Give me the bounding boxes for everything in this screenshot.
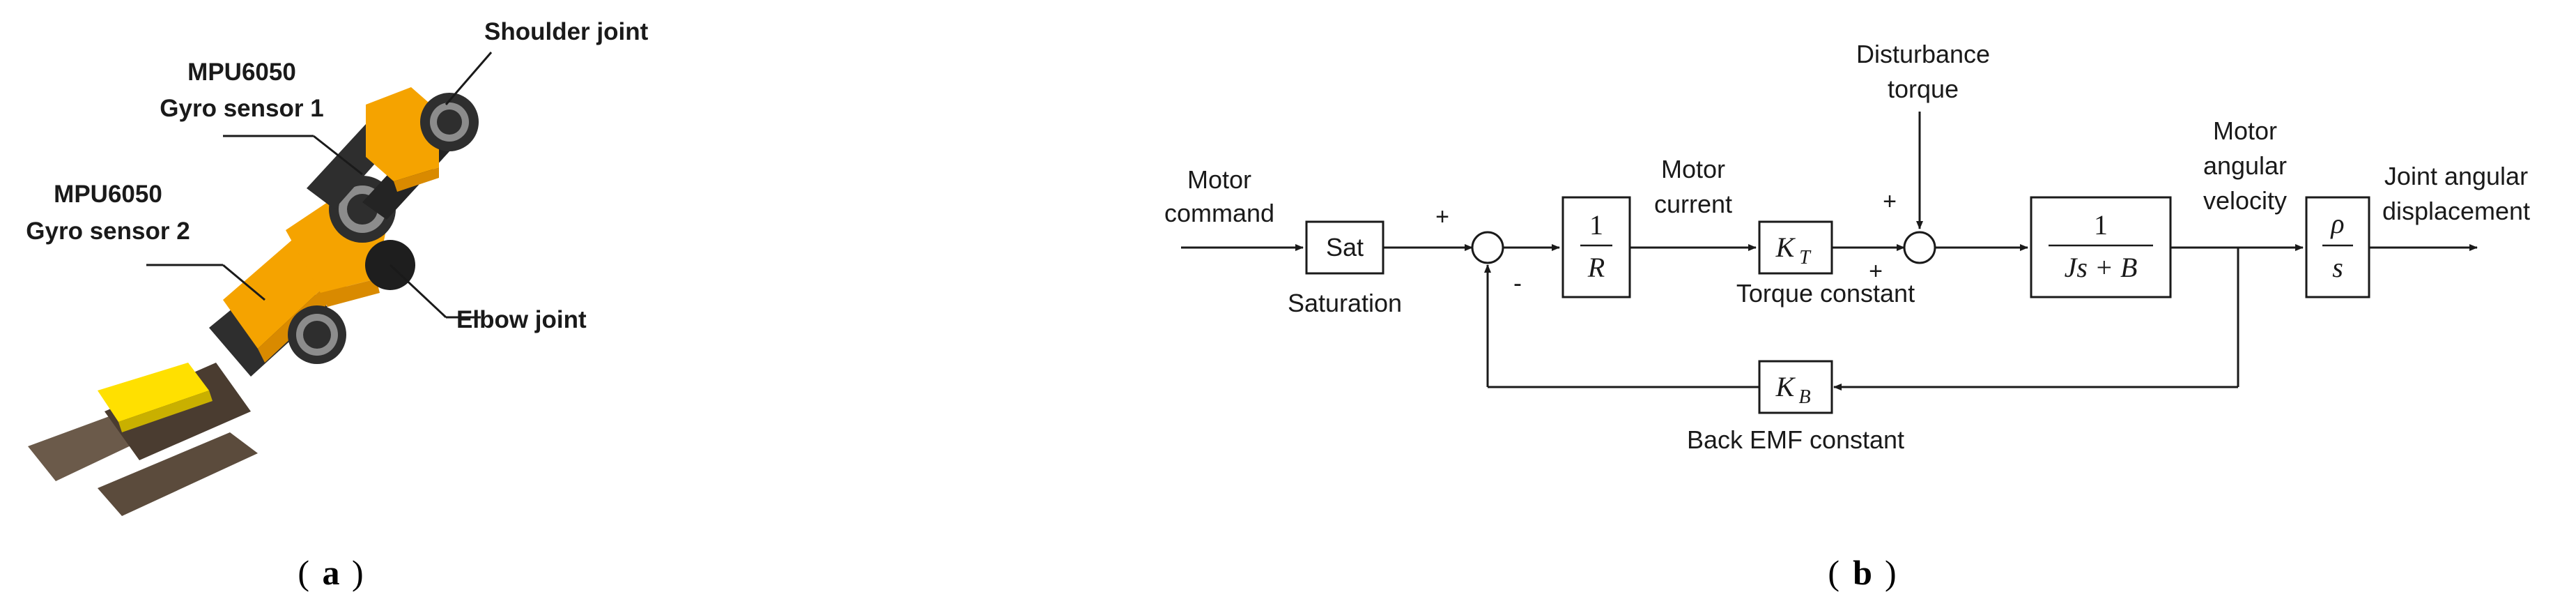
sum1-plus: + [1435,204,1449,230]
rho-numerator: ρ [2329,208,2344,239]
gyro2-label-line1: MPU6050 [54,181,162,208]
kt-label: K [1775,232,1796,263]
r-denominator: R [1587,252,1605,283]
rho-denominator: s [2332,252,2343,283]
motor-angvel-label-2: angular [2203,151,2287,180]
joint-disp-label-2: displacement [2382,197,2530,225]
svg-text:(: ( [298,553,309,592]
block-diagram: Motor command Sat Saturation + - 1 R Mot… [1164,40,2530,454]
shoulder-joint-label: Shoulder joint [484,18,649,45]
gyro2-label-line2: Gyro sensor 2 [26,218,190,245]
motor-command-label-1: Motor [1187,165,1251,194]
back-emf-block [1758,360,1833,414]
motor-angvel-label-3: velocity [2203,186,2287,215]
gyro1-leader-d [313,135,363,176]
panel-b-caption: ( b ) [1828,553,1896,592]
tf-denominator: Js + B [2065,252,2138,283]
panel-b-caption-letter: b [1853,553,1872,592]
sat-label: Sat [1326,233,1364,262]
panel-a-caption: ( a ) [298,553,363,592]
gyro1-label-line2: Gyro sensor 1 [160,95,323,122]
elbow-leader-d [389,264,447,319]
gripper-prong-lower [98,432,258,516]
svg-text:): ) [352,553,364,592]
svg-text:(: ( [1828,553,1840,592]
panel-a-leaders [146,52,493,319]
motor-dynamics-block [2030,196,2172,298]
svg-text:): ) [1885,553,1897,592]
disturbance-label-1: Disturbance [1856,40,1990,68]
gripper [28,363,258,516]
summing-junction-1 [1471,231,1504,264]
panel-a-caption-letter: a [323,553,340,592]
resistance-block [1561,196,1631,298]
gripper-yellow-pad [98,363,209,422]
motor-angvel-label-1: Motor [2213,116,2277,145]
torque-constant-block [1758,220,1833,275]
sum2-plus-top: + [1883,188,1897,215]
motor-current-label-1: Motor [1661,155,1725,183]
panel-a-labels: Shoulder joint MPU6050 Gyro sensor 1 MPU… [26,18,648,333]
joint-disp-label-1: Joint angular [2384,162,2528,190]
summing-junction-2 [1903,231,1936,264]
disturbance-label-2: torque [1888,75,1959,103]
sum1-minus: - [1513,268,1522,297]
gear-integrator-block [2305,196,2370,298]
gyro2-leader-d [222,264,265,301]
shoulder-leader [445,52,493,105]
robot-arm-illustration [28,87,479,516]
shoulder-orange-block [366,87,439,181]
motor-current-label-2: current [1654,190,1732,218]
elbow-joint-label: Elbow joint [456,306,587,333]
gripper-yellow-shade [118,391,213,432]
kb-subscript: B [1798,386,1810,408]
shoulder-section [366,87,479,192]
tf-numerator: 1 [2094,209,2108,241]
motor-command-label-2: command [1164,199,1274,227]
saturation-block [1305,220,1385,275]
kt-subscript: T [1799,247,1812,268]
kb-label: K [1775,371,1796,402]
torque-constant-label: Torque constant [1736,279,1915,308]
r-numerator: 1 [1589,209,1603,241]
saturation-label: Saturation [1288,289,1402,317]
sum2-plus-left: + [1869,258,1883,285]
gyro1-label-line1: MPU6050 [187,59,296,86]
back-emf-label: Back EMF constant [1687,425,1904,454]
